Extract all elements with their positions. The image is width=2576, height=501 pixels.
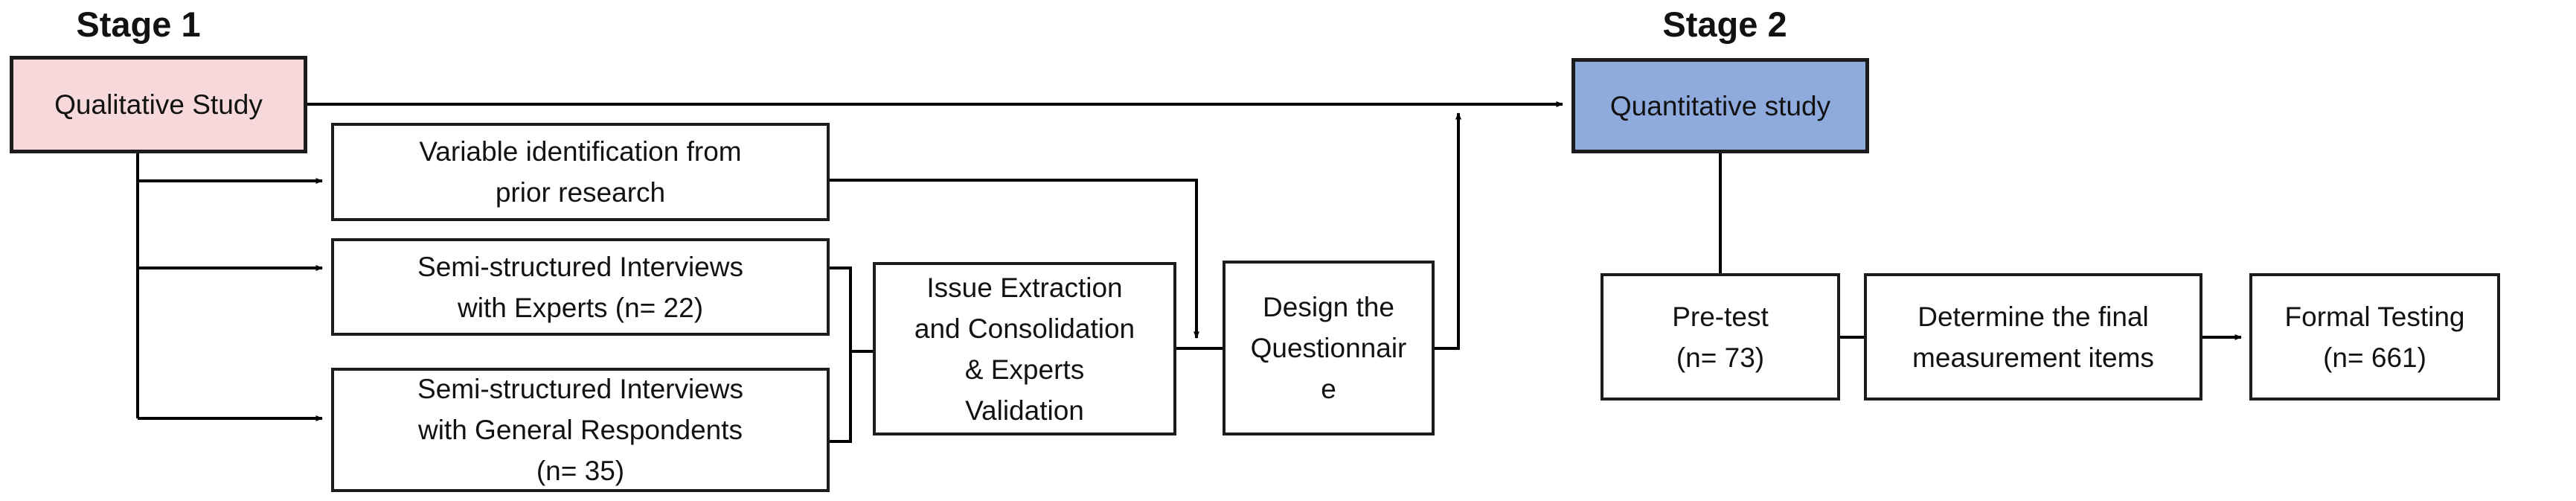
arrow-variable-to-junction [830, 179, 1199, 339]
variable-identification-box: Variable identification from prior resea… [331, 123, 830, 221]
formal-testing-box: Formal Testing (n= 661) [2249, 273, 2500, 401]
general-respondents-interviews-box: Semi-structured Interviews with General … [331, 368, 830, 492]
issue-extraction-box: Issue Extraction and Consolidation & Exp… [873, 262, 1176, 435]
determine-items-box: Determine the final measurement items [1864, 273, 2202, 401]
pretest-label: Pre-test (n= 73) [1672, 301, 1769, 373]
determine-items-label: Determine the final measurement items [1912, 301, 2154, 373]
stage1-label: Stage 1 [76, 4, 201, 44]
experts-interviews-box: Semi-structured Interviews with Experts … [331, 238, 830, 336]
general-respondents-interviews-label: Semi-structured Interviews with General … [417, 374, 743, 486]
arrow-design-to-topline [1435, 112, 1461, 350]
qualitative-study-label: Qualitative Study [54, 89, 263, 120]
experts-interviews-label: Semi-structured Interviews with Experts … [417, 251, 743, 323]
design-questionnaire-box: Design the Questionnair e [1223, 261, 1435, 435]
formal-testing-label: Formal Testing (n= 661) [2284, 301, 2465, 373]
variable-identification-label: Variable identification from prior resea… [419, 136, 742, 208]
qualitative-study-box: Qualitative Study [10, 56, 307, 153]
design-questionnaire-label: Design the Questionnair e [1250, 292, 1407, 404]
quantitative-study-label: Quantitative study [1609, 90, 1831, 121]
bracket-interviews [830, 267, 852, 443]
pretest-box: Pre-test (n= 73) [1601, 273, 1840, 401]
quantitative-study-box: Quantitative study [1571, 58, 1869, 153]
stage2-label: Stage 2 [1662, 4, 1787, 44]
issue-extraction-label: Issue Extraction and Consolidation & Exp… [914, 272, 1135, 426]
